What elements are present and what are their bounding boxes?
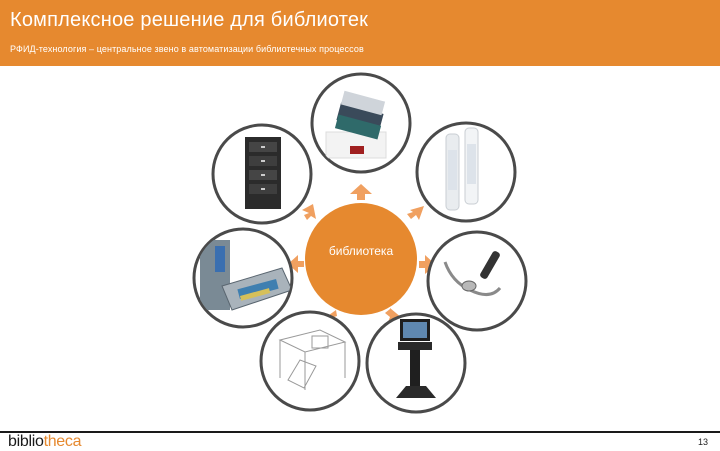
bibliotheca-logo: bibliotheca <box>8 433 82 451</box>
logo-text-part2: theca <box>43 433 82 450</box>
node-self-service-kiosk <box>365 312 467 414</box>
node-security-gates <box>415 121 517 223</box>
arrow-left-icon <box>288 255 304 273</box>
page-subtitle: РФИД-технология – центральное звено в ав… <box>10 44 364 54</box>
node-staff-workstation <box>259 310 361 412</box>
page-number: 13 <box>697 437 708 447</box>
center-library-circle <box>305 203 417 315</box>
center-label: библиотека <box>328 244 394 258</box>
logo-text-part1: biblio <box>8 433 44 450</box>
page-title: Комплексное решение для библиотек <box>10 9 369 31</box>
node-handheld-reader <box>426 230 528 332</box>
arrow-right-icon <box>419 255 436 274</box>
library-diagram <box>192 72 528 414</box>
node-automated-sorter <box>192 227 294 329</box>
arrow-top-left-icon <box>302 204 316 220</box>
arrow-top-right-icon <box>407 206 424 220</box>
node-rfid-tags <box>310 72 412 174</box>
footer-divider <box>0 431 720 433</box>
arrow-top-icon <box>350 184 372 200</box>
node-book-drop-cabinet <box>211 123 313 225</box>
header-bar: Комплексное решение для библиотек РФИД-т… <box>0 0 720 66</box>
